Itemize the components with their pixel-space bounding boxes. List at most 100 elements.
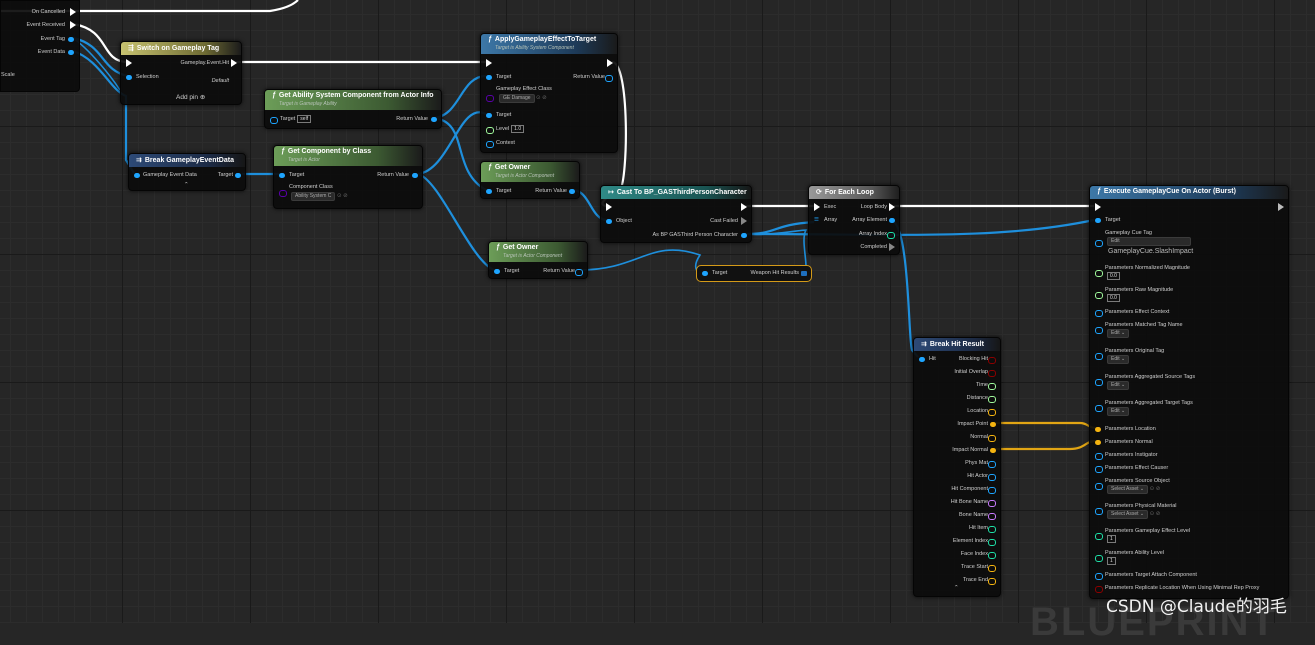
param-pin-icon[interactable]: [1095, 573, 1103, 580]
object-in-pin-icon[interactable]: [702, 271, 708, 276]
select-asset-dropdown[interactable]: Select Asset ⌄: [1107, 510, 1149, 519]
weapon-hit-results-getter-node[interactable]: Target Weapon Hit Results: [696, 265, 812, 282]
float-pin-icon[interactable]: [486, 127, 494, 134]
output-pin-icon[interactable]: [988, 370, 996, 377]
object-out-pin-icon[interactable]: [412, 173, 418, 178]
switch-on-gameplay-tag-node[interactable]: ⇶Switch on Gameplay Tag Gameplay.Event.H…: [120, 41, 242, 105]
output-pin-icon[interactable]: [990, 422, 996, 427]
browse-icon[interactable]: ⊙ ⊘: [336, 193, 348, 199]
param-pin-icon[interactable]: [1095, 440, 1101, 445]
cue-edit-dropdown[interactable]: Edit: [1107, 237, 1191, 246]
object-out-pin-icon[interactable]: [575, 269, 583, 276]
param-pin-icon[interactable]: [1095, 405, 1103, 412]
param-value-input[interactable]: 1: [1107, 557, 1116, 565]
exec-out-pin-icon[interactable]: [231, 77, 237, 85]
struct-in-pin-icon[interactable]: [134, 173, 140, 178]
select-asset-dropdown[interactable]: Select Asset ⌄: [1107, 485, 1149, 494]
level-input[interactable]: 1.0: [511, 125, 525, 133]
object-in-pin-icon[interactable]: [270, 117, 278, 124]
object-out-pin-icon[interactable]: [569, 189, 575, 194]
output-pin-icon[interactable]: [988, 474, 996, 481]
add-pin-button[interactable]: Add pin ⊕: [176, 94, 205, 102]
output-pin-icon[interactable]: [988, 513, 996, 520]
object-in-pin-icon[interactable]: [486, 75, 492, 80]
param-value-input[interactable]: 0.0: [1107, 272, 1120, 280]
struct-pin-icon[interactable]: [68, 50, 74, 55]
param-pin-icon[interactable]: [1095, 453, 1103, 460]
struct-in-pin-icon[interactable]: [919, 357, 925, 362]
param-pin-icon[interactable]: [1095, 427, 1101, 432]
struct-out-pin-icon[interactable]: [605, 75, 613, 82]
param-pin-icon[interactable]: [1095, 292, 1103, 299]
output-pin-icon[interactable]: [990, 448, 996, 453]
output-pin-icon[interactable]: [988, 539, 996, 546]
struct-pin-icon[interactable]: [126, 75, 132, 80]
object-pin-icon[interactable]: [68, 37, 74, 42]
param-pin-icon[interactable]: [1095, 353, 1103, 360]
edit-dropdown[interactable]: Edit ⌄: [1107, 355, 1130, 364]
output-pin-icon[interactable]: [988, 357, 996, 364]
output-pin-icon[interactable]: [988, 500, 996, 507]
param-pin-icon[interactable]: [1095, 310, 1103, 317]
exec-in-pin-icon[interactable]: [126, 59, 132, 67]
for-each-loop-node[interactable]: ⟳For Each Loop Exec Loop Body ☰ Array Ar…: [808, 185, 900, 255]
param-pin-icon[interactable]: [1095, 483, 1103, 490]
object-out-pin-icon[interactable]: [235, 173, 241, 178]
param-pin-icon[interactable]: [1095, 533, 1103, 540]
edit-dropdown[interactable]: Edit ⌄: [1107, 381, 1130, 390]
exec-out-pin-icon[interactable]: [231, 59, 237, 67]
exec-out-pin-icon[interactable]: [741, 217, 747, 225]
cast-to-bp-gas-third-person-character-node[interactable]: ↦Cast To BP_GASThirdPersonCharacter Obje…: [600, 185, 752, 243]
output-pin-icon[interactable]: [988, 487, 996, 494]
output-pin-icon[interactable]: [988, 435, 996, 442]
exec-out-pin-icon[interactable]: [1278, 203, 1284, 211]
effect-class-select[interactable]: GE Damage ⊙ ⊘: [499, 94, 547, 103]
exec-out-pin-icon[interactable]: [889, 203, 895, 211]
param-value-input[interactable]: 1: [1107, 535, 1116, 543]
param-pin-icon[interactable]: [1095, 270, 1103, 277]
output-pin-icon[interactable]: [988, 396, 996, 403]
collapse-chevron-icon[interactable]: ⌃: [184, 182, 189, 188]
effect-class-dropdown[interactable]: GE Damage: [499, 94, 535, 103]
browse-icon[interactable]: ⊙ ⊘: [1149, 511, 1161, 517]
edit-dropdown[interactable]: Edit ⌄: [1107, 407, 1130, 416]
class-pin-icon[interactable]: [486, 95, 494, 102]
struct-in-pin-icon[interactable]: [1095, 240, 1103, 247]
exec-out-pin-icon[interactable]: [607, 59, 613, 67]
exec-out-pin-icon[interactable]: [889, 243, 895, 251]
array-out-pin-icon[interactable]: [801, 271, 807, 276]
exec-in-pin-icon[interactable]: [606, 203, 612, 211]
browse-icon[interactable]: ⊙ ⊘: [1149, 486, 1161, 492]
param-value-input[interactable]: 0.0: [1107, 294, 1120, 302]
output-pin-icon[interactable]: [988, 383, 996, 390]
struct-out-pin-icon[interactable]: [889, 218, 895, 223]
int-out-pin-icon[interactable]: [887, 232, 895, 239]
output-pin-icon[interactable]: [988, 565, 996, 572]
browse-icon[interactable]: ⊙ ⊘: [536, 95, 547, 101]
output-pin-icon[interactable]: [988, 526, 996, 533]
output-pin-icon[interactable]: [988, 409, 996, 416]
class-dropdown[interactable]: Ability System C: [291, 192, 336, 201]
event-node-partial[interactable]: On Cancelled Event Received Event Tag Ev…: [0, 0, 80, 92]
exec-out-pin-icon[interactable]: [741, 203, 747, 211]
edit-dropdown[interactable]: Edit ⌄: [1107, 329, 1130, 338]
object-in-pin-icon[interactable]: [486, 113, 492, 118]
object-out-pin-icon[interactable]: [431, 117, 437, 122]
param-pin-icon[interactable]: [1095, 379, 1103, 386]
collapse-chevron-icon[interactable]: ⌃: [954, 585, 959, 591]
array-pin-icon[interactable]: ☰: [814, 217, 819, 223]
break-gameplay-event-data-node[interactable]: ⇉Break GameplayEventData Gameplay Event …: [128, 153, 246, 191]
object-in-pin-icon[interactable]: [606, 219, 612, 224]
cue-tag-edit[interactable]: Edit: [1107, 237, 1191, 246]
output-pin-icon[interactable]: [988, 552, 996, 559]
param-pin-icon[interactable]: [1095, 555, 1103, 562]
object-in-pin-icon[interactable]: [1095, 218, 1101, 223]
param-pin-icon[interactable]: [1095, 508, 1103, 515]
